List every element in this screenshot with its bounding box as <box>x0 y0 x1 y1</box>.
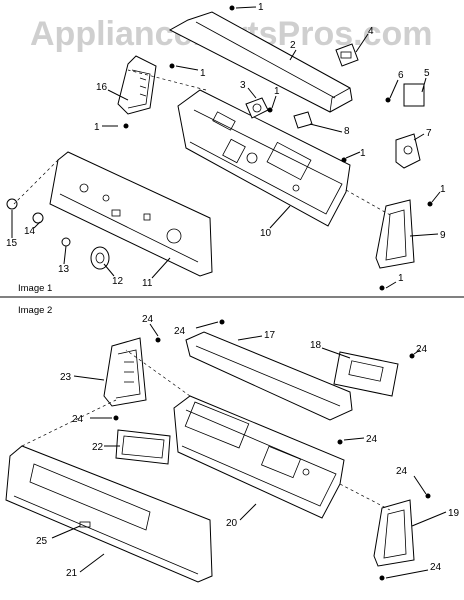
callout-21: 21 <box>66 568 78 579</box>
screw-icon <box>427 201 433 207</box>
callout-18: 18 <box>310 340 322 351</box>
callout-24: 24 <box>416 344 428 355</box>
screw-icon <box>337 439 343 445</box>
part-7-control-module <box>395 133 421 169</box>
callout-23: 23 <box>60 372 72 383</box>
screw-icon <box>425 493 431 499</box>
leader-line <box>127 69 207 91</box>
screw-icon <box>379 285 385 291</box>
callout-24: 24 <box>366 434 378 445</box>
part-8-block <box>293 111 313 129</box>
screw-icon <box>113 415 119 421</box>
part-22-display-lens <box>115 429 171 465</box>
leader-line <box>125 349 191 397</box>
callout-11: 11 <box>142 278 153 289</box>
callout-7: 7 <box>426 128 432 139</box>
callout-12: 12 <box>112 276 124 287</box>
callout-25: 25 <box>36 536 48 547</box>
part-10-console-panel <box>177 89 351 227</box>
part-21-front-panel <box>5 445 213 583</box>
callout-22: 22 <box>92 442 104 453</box>
callout-17: 17 <box>264 330 276 341</box>
screw-icon <box>219 319 225 325</box>
leader-line <box>13 159 59 205</box>
screw-icon <box>155 337 161 343</box>
callout-1: 1 <box>398 273 404 284</box>
callout-leaders-1 <box>11 6 441 289</box>
part-19-right-end-cap <box>373 499 415 567</box>
callout-24: 24 <box>174 326 186 337</box>
callout-4: 4 <box>368 26 374 37</box>
screw-icon <box>123 123 129 129</box>
part-11-front-panel <box>49 151 213 277</box>
callout-13: 13 <box>58 264 70 275</box>
callout-24: 24 <box>72 414 84 425</box>
part-4-switch-block <box>335 43 359 67</box>
callout-24: 24 <box>430 562 442 573</box>
part-16-left-end-cap <box>117 55 157 115</box>
part-14-button <box>32 212 44 224</box>
callout-3: 3 <box>240 80 246 91</box>
callout-14: 14 <box>24 226 36 237</box>
part-9-right-end-cap <box>375 199 415 269</box>
screw-icon <box>379 575 385 581</box>
image-1-group: 1 1 1 1 1 1 1 2 3 4 5 6 7 8 9 10 11 12 1… <box>6 2 446 291</box>
part-18-display-module <box>333 351 399 397</box>
part-5-cover-plate <box>403 83 425 107</box>
part-13-button <box>61 237 71 247</box>
callout-19: 19 <box>448 508 460 519</box>
callout-1: 1 <box>200 68 206 79</box>
callout-16: 16 <box>96 82 108 93</box>
callout-5: 5 <box>424 68 430 79</box>
callout-1: 1 <box>258 2 264 13</box>
callout-leaders-2 <box>51 321 447 579</box>
leader-line <box>21 399 117 447</box>
part-15-button <box>6 198 18 210</box>
callout-6: 6 <box>398 70 404 81</box>
screw-icon <box>409 353 415 359</box>
callout-8: 8 <box>344 126 350 137</box>
callout-1: 1 <box>360 148 366 159</box>
part-12-knob <box>90 246 110 270</box>
callout-1: 1 <box>274 86 280 97</box>
part-23-left-end-cap <box>103 337 147 407</box>
section-title-1: Image 1 <box>18 283 52 294</box>
callout-1: 1 <box>440 184 446 195</box>
screw-icon <box>341 157 347 163</box>
callout-1: 1 <box>94 122 100 133</box>
screw-icon <box>229 5 235 11</box>
screw-icon <box>267 107 273 113</box>
section-title-2: Image 2 <box>18 305 52 316</box>
callout-10: 10 <box>260 228 272 239</box>
callout-9: 9 <box>440 230 446 241</box>
callout-20: 20 <box>226 518 238 529</box>
part-6-screw <box>385 97 391 103</box>
part-2-top-cover <box>168 11 353 113</box>
part-17-top-cover <box>185 331 353 421</box>
image-2-group: 24 24 24 24 24 24 24 17 18 19 20 21 22 2… <box>5 314 460 583</box>
leader-line <box>339 483 391 511</box>
callout-24: 24 <box>142 314 154 325</box>
leader-line <box>345 189 393 217</box>
callout-24: 24 <box>396 466 408 477</box>
callout-15: 15 <box>6 238 18 249</box>
screw-icon <box>169 63 175 69</box>
callout-2: 2 <box>290 40 296 51</box>
